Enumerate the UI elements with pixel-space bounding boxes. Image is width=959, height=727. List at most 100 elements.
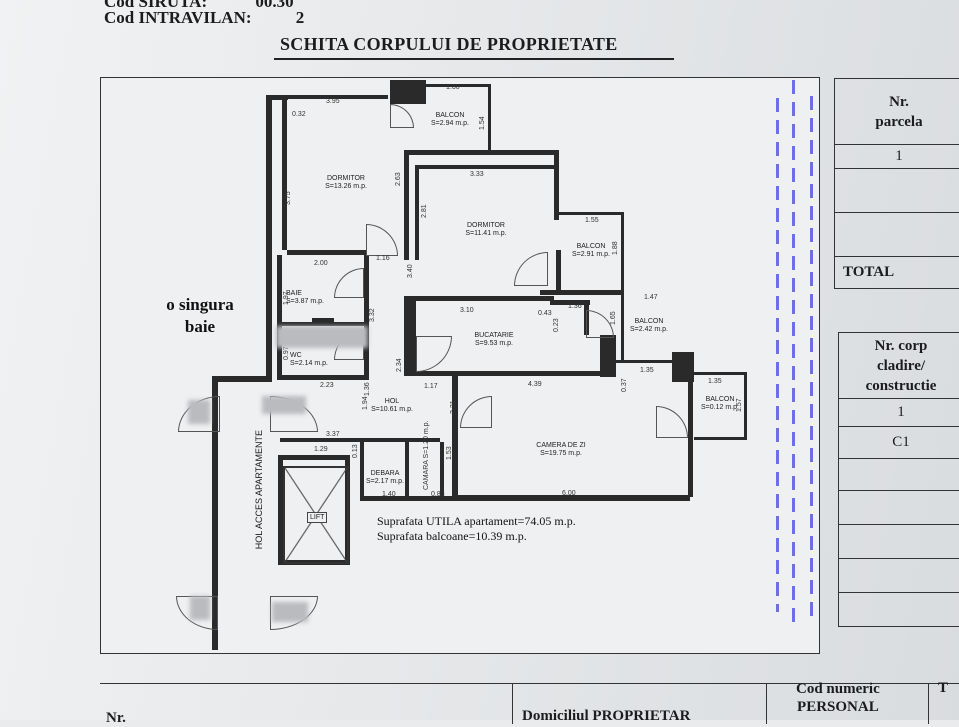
- dimension-label: 1.16: [376, 255, 390, 262]
- room-name: HOL: [364, 398, 420, 406]
- dimension-label: 0.23: [553, 318, 560, 332]
- room-name: DEBARA: [364, 470, 406, 478]
- dimension-label: 3.37: [326, 431, 340, 438]
- surface-balcoane: Suprafata balcoane=10.39 m.p.: [377, 529, 576, 544]
- room-name: BALCON: [566, 243, 616, 251]
- room-area: S=13.26 m.p.: [316, 183, 376, 191]
- wall: [404, 150, 559, 155]
- wall: [540, 290, 624, 295]
- lift-label: LIFT: [307, 512, 327, 523]
- dimension-label: 0.32: [292, 111, 306, 118]
- corp-cell: C1: [839, 427, 959, 459]
- wall: [266, 95, 272, 381]
- note-line: o singura: [140, 294, 260, 316]
- redaction-blur: [262, 396, 306, 414]
- cod-intravilan-row: Cod INTRAVILAN: 2: [104, 8, 304, 28]
- corp-cell: [839, 593, 959, 627]
- wall: [621, 212, 624, 290]
- redaction-blur: [190, 596, 210, 620]
- wall: [212, 376, 272, 382]
- redaction-blur: [188, 400, 210, 424]
- dimension-label: 1.53: [446, 446, 453, 460]
- dimension-label: 3.40: [407, 264, 414, 278]
- corp-cell: [839, 459, 959, 491]
- corp-cell: [839, 559, 959, 593]
- dimension-label: 4.39: [528, 381, 542, 388]
- wall: [488, 84, 491, 154]
- room-name: CAMARA: [423, 460, 430, 490]
- access-hall-label: HOL ACCES APARTAMENTE: [254, 430, 264, 549]
- wall: [404, 150, 409, 260]
- title-underline: [274, 58, 674, 60]
- dimension-label: 1.94: [362, 396, 369, 410]
- room-name: BAIE: [286, 290, 336, 298]
- floor-plan-frame: [100, 77, 820, 654]
- dimension-label: 3.10: [460, 307, 474, 314]
- owner-col-t: T: [938, 680, 948, 697]
- redaction-blur: [272, 602, 308, 622]
- wall: [278, 455, 350, 460]
- room-area: S=2.17 m.p.: [364, 478, 406, 486]
- note-line: baie: [140, 316, 260, 338]
- header-text: Nr. corp: [839, 336, 959, 356]
- room-area: S=1.20 m.p.: [423, 421, 430, 459]
- room-area: S=19.75 m.p.: [526, 450, 596, 458]
- column-divider: [512, 684, 513, 724]
- blue-dashed-line: [810, 96, 813, 616]
- wall: [282, 95, 287, 250]
- dimension-label: 1.57: [736, 398, 743, 412]
- dimension-label: 2.63: [395, 172, 402, 186]
- header-text: Nr.: [835, 92, 959, 112]
- wall: [287, 250, 367, 255]
- dimension-label: 1.29: [314, 446, 328, 453]
- room-label-camara: CAMARA S=1.20 m.p.: [423, 421, 430, 490]
- document-title: SCHITA CORPULUI DE PROPRIETATE: [280, 34, 618, 55]
- wall: [452, 376, 458, 500]
- column-divider: [766, 684, 767, 724]
- redaction-blur: [276, 326, 368, 348]
- single-bathroom-note: o singura baie: [140, 294, 260, 338]
- header-text: parcela: [835, 112, 959, 132]
- wall: [415, 165, 555, 169]
- wall: [404, 296, 416, 376]
- column-divider: [928, 684, 929, 724]
- room-area: S=2.91 m.p.: [566, 251, 616, 259]
- cod-intravilan-label: Cod INTRAVILAN:: [104, 8, 252, 27]
- wall: [556, 250, 561, 290]
- dimension-label: 1.65: [610, 311, 617, 325]
- dimension-label: 0.97: [283, 346, 290, 360]
- wall: [600, 335, 616, 377]
- dimension-label: 1.60: [446, 84, 460, 91]
- dimension-label: 0.13: [352, 444, 359, 458]
- dimension-label: 1.35: [708, 378, 722, 385]
- owner-col-nr: Nr.: [106, 710, 126, 727]
- surface-summary: Suprafata UTILA apartament=74.05 m.p. Su…: [377, 514, 576, 544]
- dimension-label: 3.95: [326, 98, 340, 105]
- wall: [554, 150, 559, 220]
- parcela-cell: [835, 213, 959, 257]
- wall: [744, 372, 747, 440]
- dimension-label: 0.37: [621, 378, 628, 392]
- dimension-label: 1.88: [612, 241, 619, 255]
- corp-cell: [839, 525, 959, 559]
- parcela-cell: 1: [835, 145, 959, 169]
- wall: [694, 437, 746, 440]
- room-name: BALCON: [425, 112, 475, 120]
- parcela-header: Nr.parcela: [835, 79, 959, 145]
- room-name: WC: [290, 352, 334, 360]
- wall: [416, 371, 616, 376]
- room-name: CAMERA DE ZI: [526, 442, 596, 450]
- room-area: S=3.87 m.p.: [286, 298, 336, 306]
- parcela-cell: [835, 169, 959, 213]
- cod-intravilan-value: 2: [296, 8, 305, 27]
- blue-dashed-line: [792, 80, 795, 630]
- dimension-label: 1.36: [364, 382, 371, 396]
- wall: [672, 352, 694, 382]
- owner-col-domiciliu: Domiciliul PROPRIETAR: [522, 708, 690, 725]
